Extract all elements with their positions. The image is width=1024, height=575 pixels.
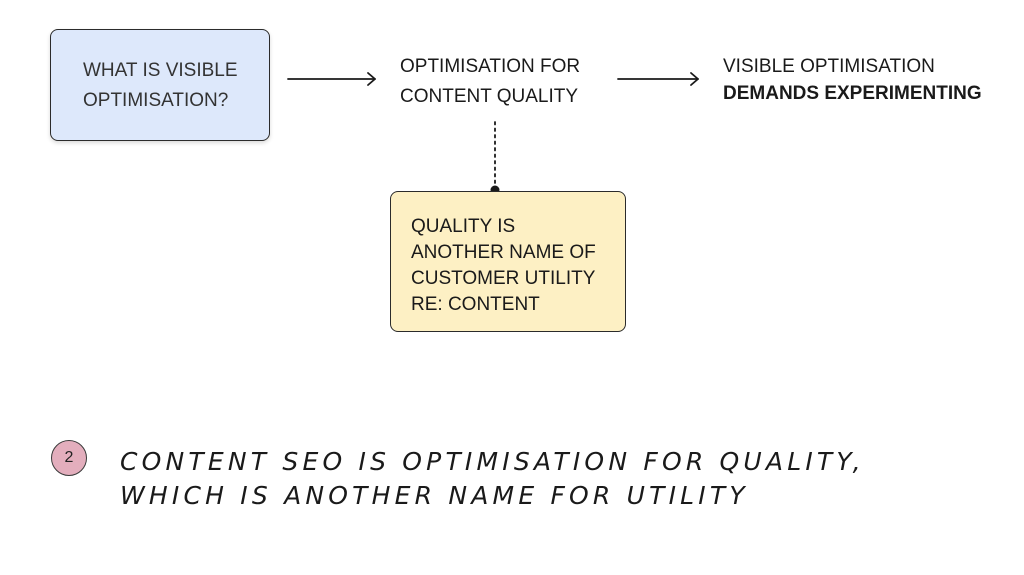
content-quality-line-1: OPTIMISATION FOR — [400, 56, 581, 77]
arrow-quality-to-visible — [617, 72, 699, 86]
question-box-line-2: OPTIMISATION? — [83, 90, 229, 111]
question-box-line-1: WHAT IS VISIBLE — [83, 60, 238, 81]
summary-caption-line-1: CONTENT SEO IS OPTIMISATION FOR QUALITY, — [120, 447, 865, 476]
question-box: WHAT IS VISIBLE OPTIMISATION? — [50, 29, 270, 141]
content-quality-line-2: CONTENT QUALITY — [400, 86, 579, 107]
quality-note-line-1: QUALITY IS — [411, 216, 516, 237]
visible-optimisation-node: VISIBLE OPTIMISATION DEMANDS EXPERIMENTI… — [723, 53, 982, 107]
quality-note-line-3: CUSTOMER UTILITY — [411, 268, 596, 289]
arrow-question-to-quality — [287, 72, 376, 86]
quality-note-line-4: RE: CONTENT — [411, 294, 540, 315]
step-number-badge: 2 — [51, 440, 87, 476]
summary-caption: CONTENT SEO IS OPTIMISATION FOR QUALITY,… — [120, 445, 865, 513]
quality-note-line-2: ANOTHER NAME OF — [411, 242, 596, 263]
content-quality-node: OPTIMISATION FOR CONTENT QUALITY — [400, 52, 580, 112]
summary-caption-line-2: WHICH IS ANOTHER NAME FOR UTILITY — [120, 481, 749, 510]
quality-note-box: QUALITY IS ANOTHER NAME OF CUSTOMER UTIL… — [390, 191, 626, 332]
demands-experimenting-label: DEMANDS EXPERIMENTING — [723, 83, 982, 104]
visible-optimisation-line-1: VISIBLE OPTIMISATION — [723, 56, 935, 77]
